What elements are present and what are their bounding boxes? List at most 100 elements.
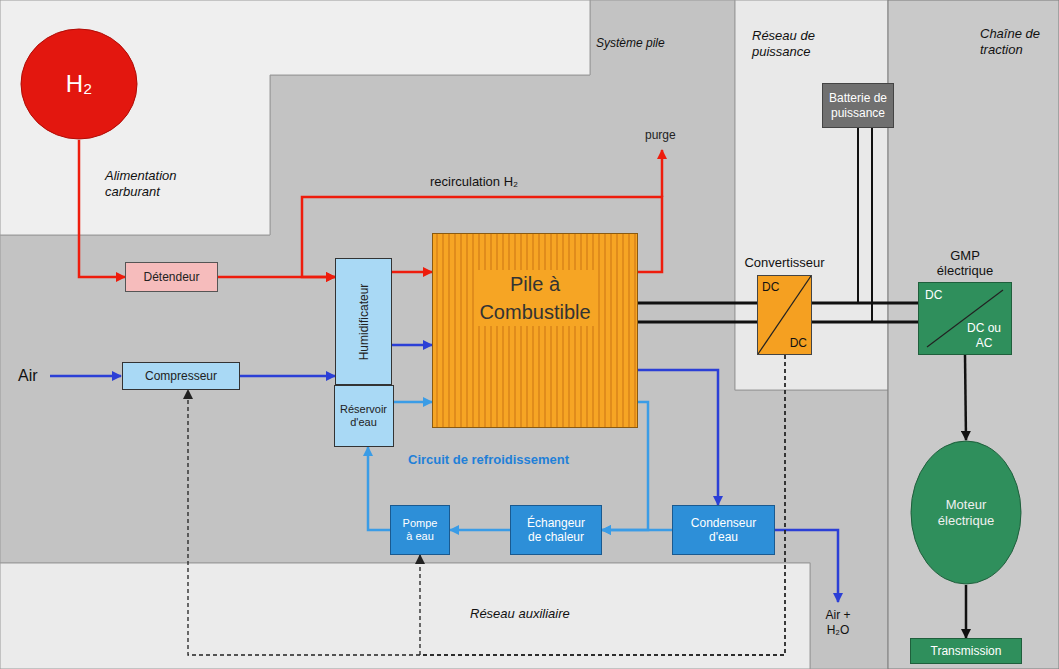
stack-stripe xyxy=(628,234,630,427)
stack-stripe xyxy=(514,234,516,427)
node-sublabel: DC xyxy=(925,288,942,302)
flow-connector xyxy=(638,370,718,505)
node-sublabel: DC xyxy=(790,336,807,350)
flow-connector xyxy=(392,344,432,347)
node-label: Pile à Combustible xyxy=(475,270,594,326)
node-label: Moteur électrique xyxy=(931,497,1001,528)
flow-connector xyxy=(368,447,390,530)
stack-stripe xyxy=(562,234,564,427)
node-label: Réseau auxiliaire xyxy=(470,606,570,622)
stack-stripe xyxy=(550,234,552,427)
fuel-supply-ground xyxy=(0,0,590,235)
stack-stripe xyxy=(502,234,504,427)
node-label: Compresseur xyxy=(145,369,217,383)
flow-connector xyxy=(79,140,125,277)
stack-stripe xyxy=(544,234,546,427)
process-box: Transmission xyxy=(910,638,1022,664)
node-label: Réservoir d'eau xyxy=(339,403,389,429)
region-band: Réseau auxiliaire xyxy=(0,563,810,669)
node-label: Système pile xyxy=(596,36,665,50)
stack-stripe xyxy=(436,234,438,427)
free-label: purge xyxy=(645,128,676,142)
stack-stripe xyxy=(478,234,480,427)
stack-stripe xyxy=(526,234,528,427)
stack-stripe xyxy=(586,234,588,427)
node-label: Condenseur d'eau xyxy=(686,516,762,545)
stack-stripe xyxy=(532,234,534,427)
motor-drive-box: GMP électriqueDCDC ou AC xyxy=(918,282,1012,355)
node-label: Chaîne de traction xyxy=(980,26,1052,57)
node-label: Transmission xyxy=(931,644,1002,658)
flow-connector xyxy=(872,128,918,322)
stack-stripe xyxy=(574,234,576,427)
stack-stripe xyxy=(568,234,570,427)
stack-stripe xyxy=(610,234,612,427)
stack-stripe xyxy=(598,234,600,427)
process-box: Échangeur de chaleur xyxy=(510,505,602,555)
stack-stripe xyxy=(508,234,510,427)
converter-box: ConvertisseurDCDC xyxy=(757,275,812,355)
stack-stripe xyxy=(634,234,636,427)
node-label: H₂ xyxy=(66,70,93,99)
region-band: Alimentation carburantH₂ xyxy=(0,0,590,235)
node-label: Batterie de puissance xyxy=(827,91,889,120)
free-label: Circuit de refroidissement xyxy=(408,452,569,468)
traction-chain-ground xyxy=(888,0,1059,669)
power-network-ground xyxy=(735,0,888,390)
stack-stripe xyxy=(460,234,462,427)
box-decoration xyxy=(433,234,637,427)
flow-connector xyxy=(638,321,757,324)
stack-stripe xyxy=(448,234,450,427)
node-label: Humidificateur xyxy=(356,283,370,360)
stack-stripe xyxy=(604,234,606,427)
stack-stripe xyxy=(442,234,444,427)
process-box: Détendeur xyxy=(125,262,218,292)
air-inlet-arrow xyxy=(50,375,121,378)
stack-stripe xyxy=(466,234,468,427)
stack-stripe xyxy=(556,234,558,427)
ellipse-shape xyxy=(911,441,1021,584)
node-label: Convertisseur xyxy=(744,255,824,271)
flow-connector xyxy=(965,355,966,440)
free-label: Air + H₂O xyxy=(825,608,851,638)
process-box: Humidificateur xyxy=(335,258,392,385)
stack-stripe xyxy=(454,234,456,427)
flow-connector xyxy=(392,271,432,274)
auxiliary-network-ground xyxy=(0,563,810,669)
stack-stripe xyxy=(472,234,474,427)
stack-stripe xyxy=(490,234,492,427)
node-sublabel: DC ou AC xyxy=(962,321,1006,350)
region-band: Réseau de puissanceBatterie de puissance… xyxy=(735,0,888,390)
stack-stripe xyxy=(622,234,624,427)
stack-stripe xyxy=(484,234,486,427)
region-band: Système pileDétendeurCompresseur Humidifi… xyxy=(0,0,888,669)
fuel-cell-system-ground xyxy=(0,0,888,669)
flow-connector xyxy=(638,302,757,305)
free-label: Air xyxy=(18,366,38,385)
stack-stripe xyxy=(580,234,582,427)
node-label: Pompe à eau xyxy=(400,517,440,543)
region-band: Chaîne de tractionGMP électriqueDC DC ou … xyxy=(888,0,1059,669)
process-box: Réservoir d'eau xyxy=(334,385,394,447)
node-label: GMP électrique xyxy=(934,248,996,279)
battery-box: Batterie de puissance xyxy=(822,83,894,128)
flow-connector xyxy=(450,529,510,532)
process-box: Compresseur xyxy=(122,362,240,390)
purge-line xyxy=(661,150,664,197)
electric-motor: Moteur électrique xyxy=(910,440,1022,585)
fuel-cell-stack: Pile à Combustible xyxy=(432,233,638,428)
stack-stripe xyxy=(520,234,522,427)
flow-connector xyxy=(965,585,968,638)
flow-connector xyxy=(394,401,433,404)
node-label: Détendeur xyxy=(143,270,199,284)
flow-connector xyxy=(602,529,672,532)
connector-label: recirculation H₂ xyxy=(430,174,518,190)
process-box: Condenseur d'eau xyxy=(672,505,775,555)
process-box: Pompe à eau xyxy=(390,505,450,555)
node-label: Réseau de puissance xyxy=(752,28,834,59)
node-label: Échangeur de chaleur xyxy=(521,516,591,545)
ellipse-shape xyxy=(21,29,137,139)
flow-connector xyxy=(240,375,335,378)
converter-diagonal xyxy=(758,276,811,354)
